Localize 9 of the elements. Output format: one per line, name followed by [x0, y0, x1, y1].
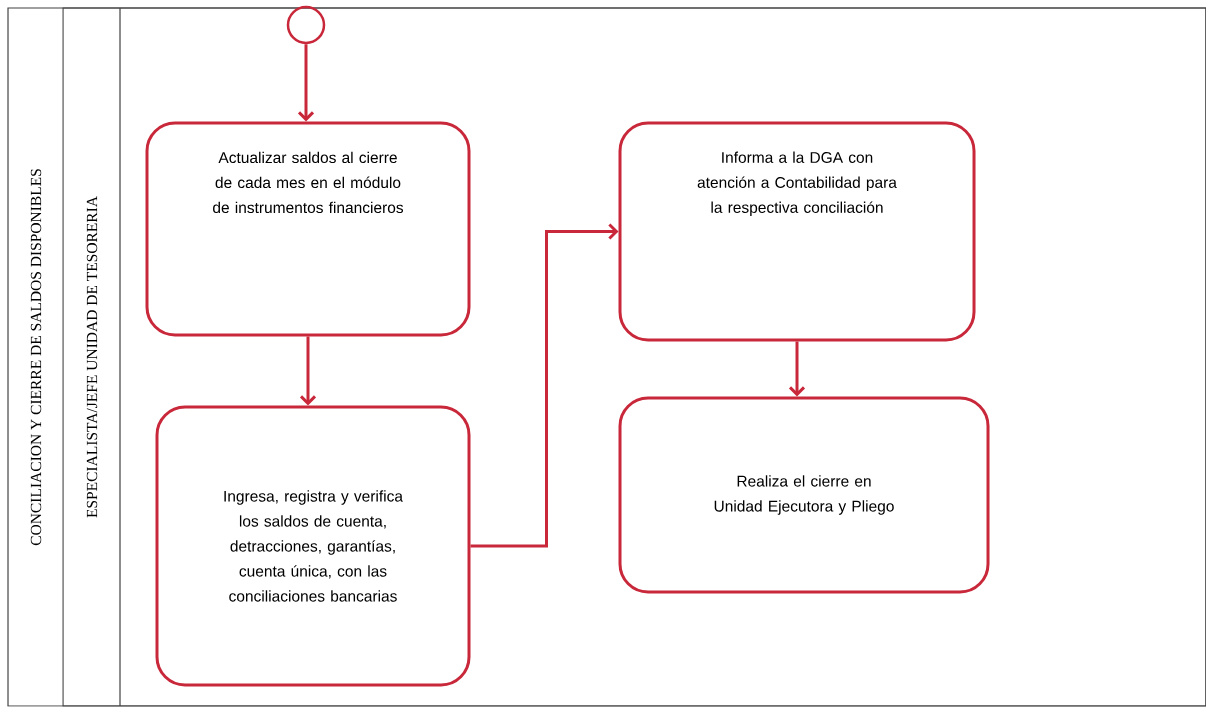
- arrow: [788, 341, 806, 397]
- process-box: Actualizar saldos al cierre de cada mes en el módulo de instrumentos financieros: [145, 121, 471, 337]
- arrow: [470, 223, 619, 548]
- process-box: Ingresa, registra y verifica los saldos de cuenta, detracciones, garantías, cuenta única, con las conciliaciones bancarias: [155, 405, 471, 687]
- process-box: Realiza el cierre en Unidad Ejecutora y Pliego: [618, 396, 990, 594]
- start-circle: [286, 5, 326, 45]
- arrow: [297, 44, 315, 122]
- arrow: [299, 336, 317, 406]
- process-box: Informa a la DGA con atención a Contabilidad para la respectiva conciliación: [618, 121, 976, 342]
